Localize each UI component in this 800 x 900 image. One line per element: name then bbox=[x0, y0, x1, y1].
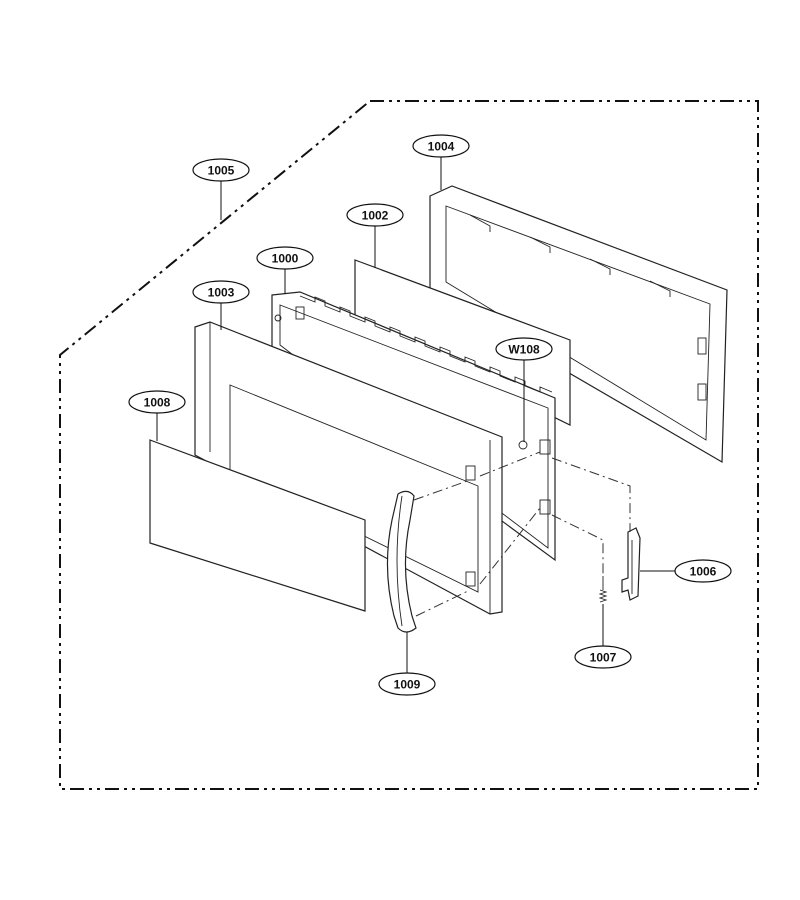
callout-text: 1008 bbox=[144, 396, 171, 410]
leader-lines bbox=[156, 157, 675, 673]
callout-1007: 1007 bbox=[574, 645, 632, 669]
callout-text: 1007 bbox=[590, 651, 617, 665]
callout-text: 1004 bbox=[428, 140, 455, 154]
callout-text: 1002 bbox=[362, 209, 389, 223]
part-1008-front-panel bbox=[149, 439, 366, 612]
part-1003-door-front bbox=[194, 321, 503, 615]
callout-1003: 1003 bbox=[192, 280, 250, 304]
callout-text: W108 bbox=[508, 343, 540, 357]
assembly-lines bbox=[413, 451, 631, 617]
callout-1006: 1006 bbox=[674, 559, 732, 583]
callout-1005: 1005 bbox=[192, 158, 250, 182]
part-1006-latch bbox=[621, 527, 641, 601]
callout-1009: 1009 bbox=[378, 672, 436, 696]
part-1007-spring bbox=[598, 576, 608, 603]
part-1009-handle bbox=[386, 490, 417, 633]
callout-text: 1006 bbox=[690, 565, 717, 579]
callout-W108: W108 bbox=[495, 337, 553, 361]
callout-text: 1000 bbox=[272, 252, 299, 266]
callout-1004: 1004 bbox=[412, 134, 470, 158]
callout-text: 1003 bbox=[208, 286, 235, 300]
callout-1008: 1008 bbox=[128, 390, 186, 414]
callout-text: 1009 bbox=[394, 678, 421, 692]
assembly-boundary bbox=[59, 100, 759, 790]
part-1004-door-frame bbox=[429, 185, 728, 464]
callout-1002: 1002 bbox=[346, 203, 404, 227]
callout-text: 1005 bbox=[208, 164, 235, 178]
callout-1000: 1000 bbox=[256, 246, 314, 270]
